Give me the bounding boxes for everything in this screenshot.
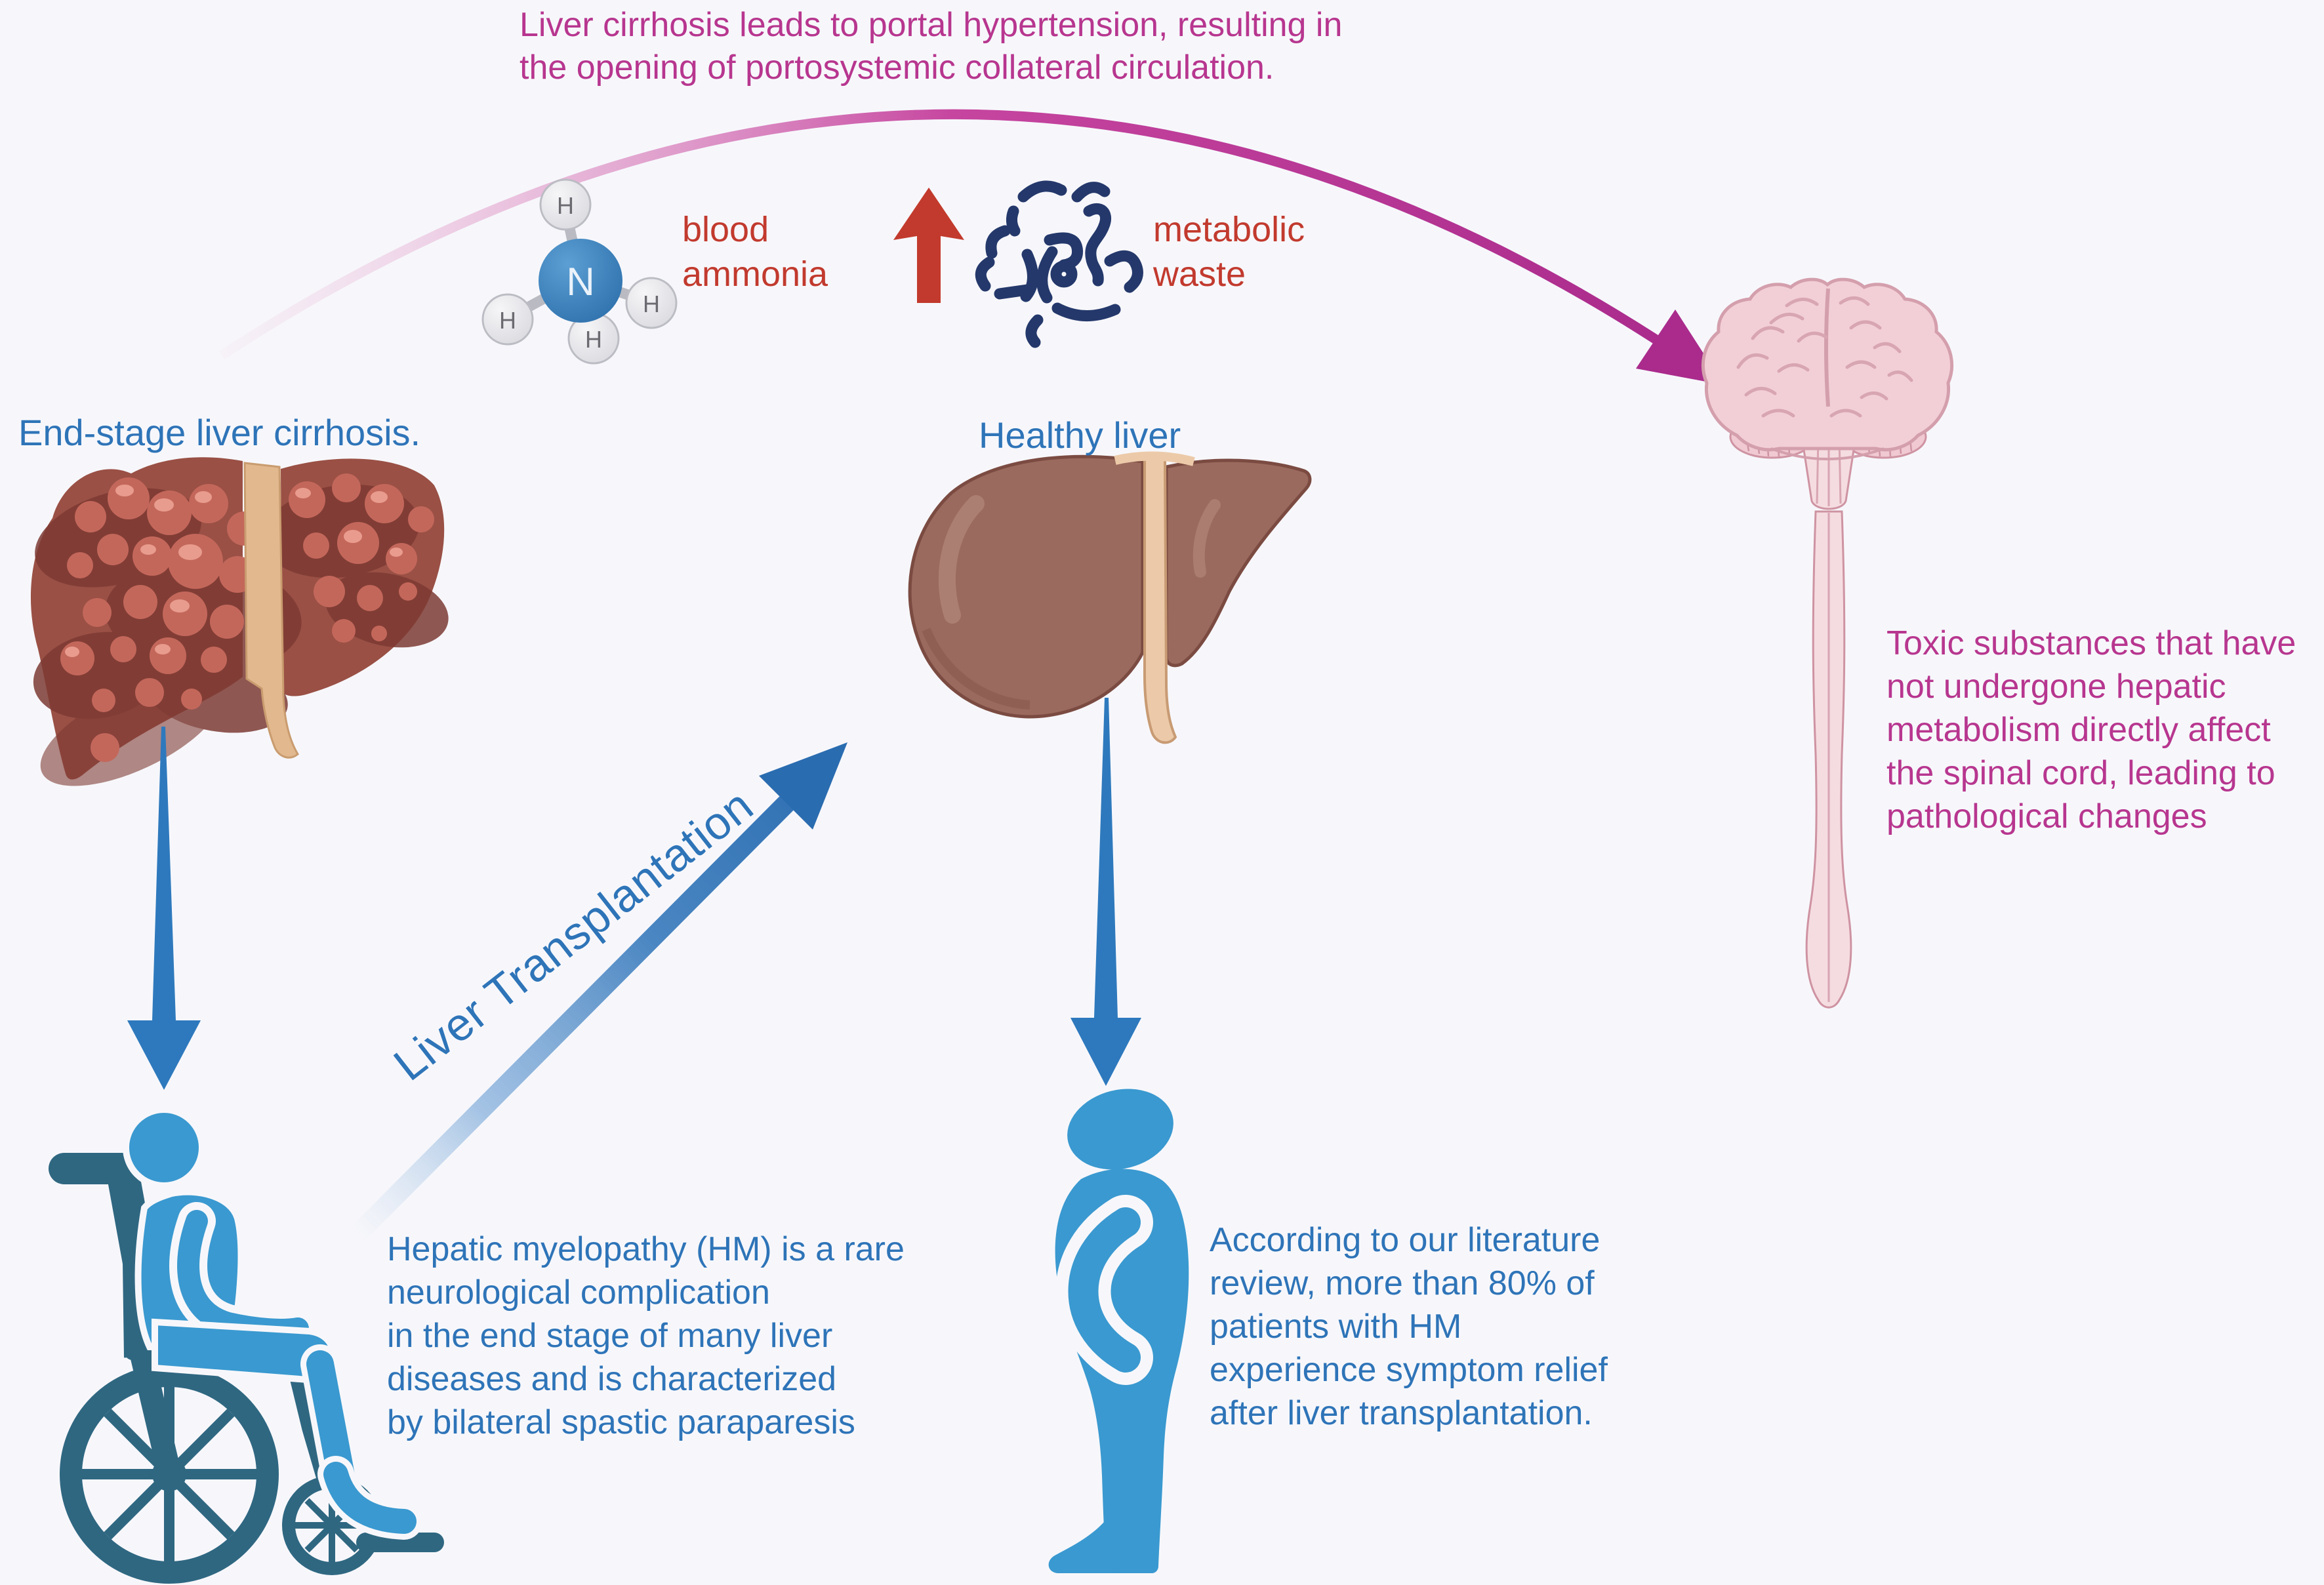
standing-patient-icon: [1048, 1089, 1189, 1573]
hydrogen-label: H: [643, 291, 660, 317]
wheelchair-patient-icon: [49, 1106, 444, 1584]
hydrogen-label: H: [499, 307, 516, 334]
liver-transplantation-arrow: [348, 742, 847, 1244]
portal-hypertension-note: Liver cirrhosis leads to portal hyperten…: [520, 6, 1343, 87]
portal-hypertension-arrow: [218, 109, 1724, 385]
down-arrow-cirrhosis: [127, 727, 201, 1090]
blood-ammonia-label: blood ammonia: [682, 210, 828, 294]
hydrogen-label: H: [585, 326, 602, 353]
healthy-liver-label: Healthy liver: [979, 414, 1181, 456]
hepatic-myelopathy-note: Hepatic myelopathy (HM) is a rare neurol…: [387, 1230, 905, 1441]
cirrhotic-liver-illustration: [30, 457, 449, 786]
down-arrow-healthy: [1070, 698, 1141, 1086]
nitrogen-atom: [539, 239, 622, 323]
hydrogen-label: H: [557, 192, 574, 219]
metabolic-waste-label: metabolic waste: [1153, 210, 1305, 294]
end-stage-liver-label: End-stage liver cirrhosis.: [18, 412, 421, 453]
healthy-liver-illustration: [908, 451, 1312, 744]
metabolic-waste-icon: [975, 180, 1143, 348]
increase-arrow-icon: [893, 188, 964, 303]
ammonia-molecule-icon: N H H H H: [481, 178, 678, 365]
literature-review-note: According to our literature review, more…: [1210, 1221, 1608, 1432]
brain-spinal-cord-illustration: [1701, 277, 1954, 1009]
toxic-substances-note: Toxic substances that have not undergone…: [1886, 624, 2296, 835]
nitrogen-label: N: [566, 260, 594, 304]
